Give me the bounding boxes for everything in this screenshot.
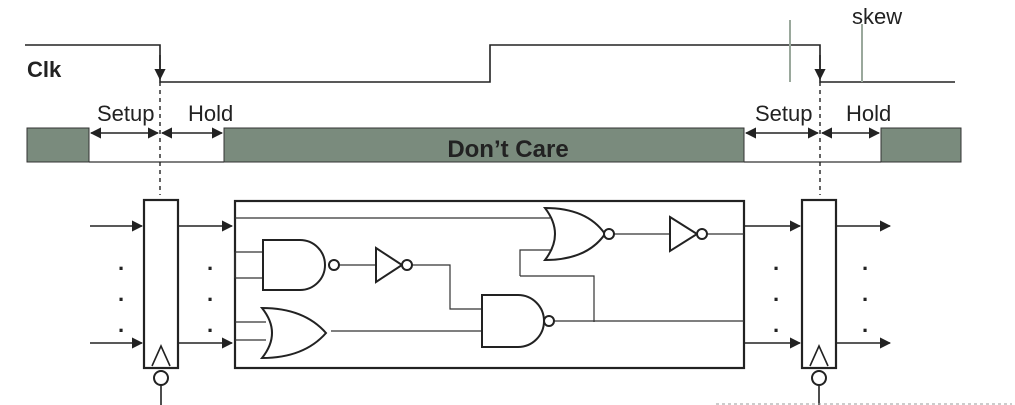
and-gate-1 [262, 239, 326, 291]
clock-waveform [25, 44, 955, 83]
register-left [142, 198, 180, 370]
not-gate-1-bubble [401, 259, 413, 271]
setup-label-right: Setup [755, 101, 813, 126]
register-left-clock-bubble [153, 370, 169, 386]
nand-gate-2-bubble [543, 315, 555, 327]
ellipsis-dot: . [773, 250, 779, 275]
ellipsis-dot: . [118, 281, 124, 306]
register-right [800, 198, 838, 370]
nor-gate-bubble [603, 228, 615, 240]
data-valid-block-left [26, 127, 90, 163]
or-gate-1 [259, 306, 328, 360]
ellipsis-dot: . [118, 312, 124, 337]
ellipsis-dot: . [773, 281, 779, 306]
hold-label-left: Hold [188, 101, 233, 126]
logic-wires [234, 217, 744, 341]
setup-label-left: Setup [97, 101, 155, 126]
not-gate-2-bubble [696, 228, 708, 240]
dont-care-label: Don’t Care [447, 136, 568, 163]
ellipsis-dot: . [773, 312, 779, 337]
not-gate-2 [669, 215, 699, 253]
ellipsis-dot: . [862, 250, 868, 275]
ellipsis-dot: . [118, 250, 124, 275]
and-gate-1-bubble [328, 259, 340, 271]
ellipsis-dot: . [207, 250, 213, 275]
register-right-clock-triangle [809, 344, 829, 367]
dont-care-block [223, 127, 745, 163]
not-gate-1 [375, 246, 404, 284]
hold-label-right: Hold [846, 101, 891, 126]
ellipsis-dot: . [862, 312, 868, 337]
nand-gate-2 [481, 294, 545, 348]
register-right-clock-bubble [811, 370, 827, 386]
ellipsis-dot: . [207, 312, 213, 337]
nor-gate [542, 206, 607, 262]
ellipsis-dot: . [207, 281, 213, 306]
skew-label: skew [852, 4, 902, 29]
register-left-clock-triangle [151, 344, 171, 367]
clock-label: Clk [27, 57, 62, 82]
ellipsis-dot: . [862, 281, 868, 306]
data-valid-block-right [880, 127, 962, 163]
